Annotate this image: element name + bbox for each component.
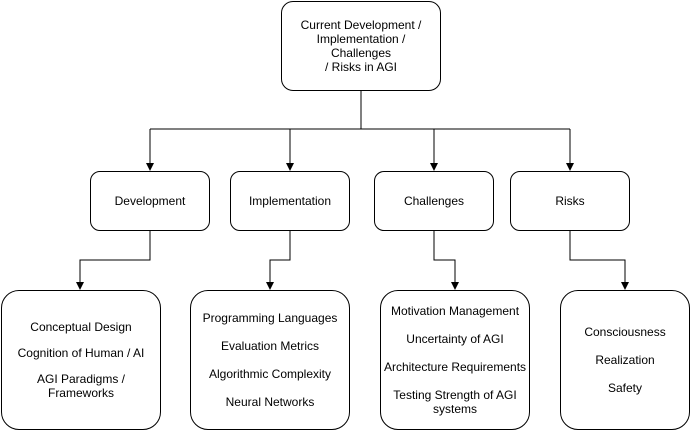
arrow-risks-details (569, 231, 629, 290)
root-text-line: Implementation / Challenges (316, 32, 406, 60)
root-text-line: Current Development / (300, 18, 422, 32)
challenges-label: Challenges (403, 194, 465, 208)
detail-item: Architecture Requirements (383, 360, 527, 374)
root-node: Current Development / Implementation / C… (281, 1, 441, 91)
detail-item: Safety (607, 381, 643, 395)
detail-item: Algorithmic Complexity (208, 367, 332, 381)
arrow-challenges-details (433, 231, 459, 290)
risks-node: Risks (510, 171, 630, 231)
development-node: Development (90, 171, 210, 231)
implementation-label: Implementation (248, 194, 332, 208)
detail-item: Testing Strength of AGI systems (393, 388, 517, 416)
detail-item: Evaluation Metrics (220, 339, 320, 353)
development-label: Development (114, 194, 186, 208)
arrow-implementation-details (266, 231, 291, 290)
development-details-node: Conceptual Design Cognition of Human / A… (1, 290, 161, 430)
risks-details-node: Consciousness Realization Safety (560, 290, 690, 430)
implementation-details-node: Programming Languages Evaluation Metrics… (190, 290, 350, 430)
arrow-development-details (76, 231, 151, 290)
detail-item: Realization (595, 353, 655, 367)
detail-item: Neural Networks (225, 395, 315, 409)
detail-item: Conceptual Design (30, 320, 132, 334)
implementation-node: Implementation (230, 171, 350, 231)
detail-item: Consciousness (584, 325, 666, 339)
detail-item: Programming Languages (202, 311, 338, 325)
detail-item: Cognition of Human / AI (17, 346, 145, 360)
risks-label: Risks (555, 194, 585, 208)
detail-item: AGI Paradigms / Frameworks (36, 372, 126, 400)
detail-item: Motivation Management (390, 304, 520, 318)
detail-item: Uncertainty of AGI (406, 332, 504, 346)
challenges-details-node: Motivation Management Uncertainty of AGI… (380, 290, 530, 430)
challenges-node: Challenges (374, 171, 494, 231)
root-text-line: / Risks in AGI (324, 60, 398, 74)
